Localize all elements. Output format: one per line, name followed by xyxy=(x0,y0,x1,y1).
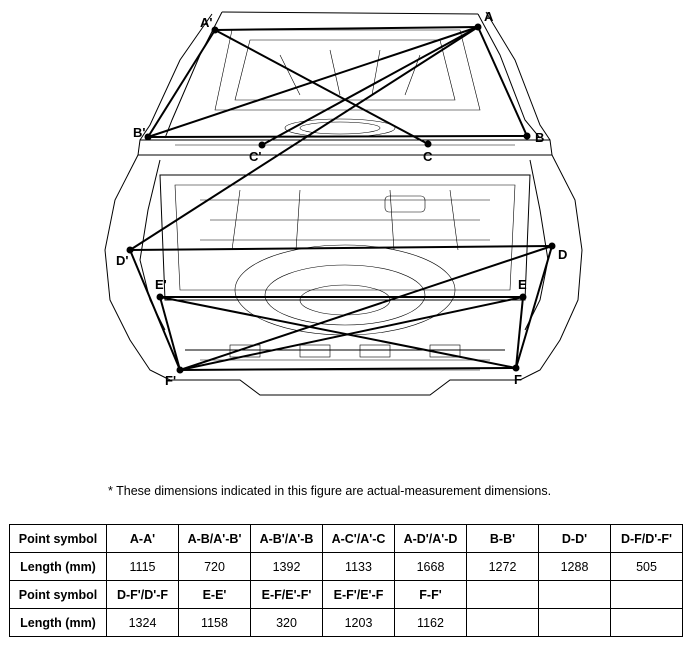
cell-symbol: B-B' xyxy=(466,524,539,553)
line-Fp-F xyxy=(179,367,517,371)
label-C-prime: C' xyxy=(249,149,261,164)
label-F: F xyxy=(514,372,522,387)
label-C: C xyxy=(423,149,433,164)
vehicle-body-outline xyxy=(104,11,583,396)
point-B xyxy=(523,132,531,140)
cell-length: 1133 xyxy=(322,552,395,581)
cell-length: 1288 xyxy=(538,552,611,581)
line-A-Cp xyxy=(261,26,479,146)
label-D: D xyxy=(558,247,567,262)
point-F-prime xyxy=(176,366,184,374)
cell-symbol: D-F'/D'-F xyxy=(106,580,179,609)
cell-length xyxy=(466,608,539,637)
point-C-prime xyxy=(258,141,266,149)
cell-symbol: E-F/E'-F' xyxy=(250,580,323,609)
label-B-prime: B' xyxy=(133,125,145,140)
cell-symbol: E-E' xyxy=(178,580,251,609)
table-row-symbols-2: Point symbol D-F'/D'-F E-E' E-F/E'-F' E-… xyxy=(9,580,683,609)
point-D xyxy=(548,242,556,250)
point-E-prime xyxy=(156,293,164,301)
label-E-prime: E' xyxy=(155,277,167,292)
cell-length: 1392 xyxy=(250,552,323,581)
line-A-B xyxy=(477,26,528,137)
cell-symbol: D-F/D'-F' xyxy=(610,524,683,553)
label-B: B xyxy=(535,130,544,145)
table-row-symbols-1: Point symbol A-A' A-B/A'-B' A-B'/A'-B A-… xyxy=(9,524,683,553)
line-A-Dp xyxy=(129,26,479,251)
cell-length: 1324 xyxy=(106,608,179,637)
measurement-lines xyxy=(129,26,553,371)
line-E-Fp xyxy=(179,296,524,371)
point-B-prime xyxy=(144,133,152,141)
point-F xyxy=(512,364,520,372)
label-F-prime: F' xyxy=(165,373,176,388)
cell-length: 1203 xyxy=(322,608,395,637)
line-D-Fp xyxy=(179,245,553,371)
point-labels: A A' B B' C C' D D' E E' F F' xyxy=(116,9,567,388)
row-header-length: Length (mm) xyxy=(9,608,107,637)
label-A-prime: A' xyxy=(200,15,212,30)
point-D-prime xyxy=(126,246,134,254)
point-A-prime xyxy=(211,26,219,34)
line-E-F xyxy=(515,296,524,369)
line-Bp-B xyxy=(147,135,528,138)
cell-length xyxy=(610,608,683,637)
line-D-F xyxy=(515,245,553,369)
cell-symbol: A-B'/A'-B xyxy=(250,524,323,553)
cell-symbol: A-D'/A'-D xyxy=(394,524,467,553)
cell-symbol: A-B/A'-B' xyxy=(178,524,251,553)
line-Dp-D xyxy=(129,245,553,251)
cell-symbol xyxy=(610,580,683,609)
row-header-length: Length (mm) xyxy=(9,552,107,581)
cell-length: 1272 xyxy=(466,552,539,581)
cell-symbol: D-D' xyxy=(538,524,611,553)
line-Dp-Fp xyxy=(129,249,181,371)
line-Ep-F xyxy=(159,296,517,369)
measurement-points xyxy=(126,23,556,374)
cell-length: 1115 xyxy=(106,552,179,581)
table-row-lengths-1: Length (mm) 1115 720 1392 1133 1668 1272… xyxy=(9,552,683,581)
dimension-table: Point symbol A-A' A-B/A'-B' A-B'/A'-B A-… xyxy=(9,524,683,637)
line-A-Ap xyxy=(214,26,479,31)
line-Ap-Bp xyxy=(147,29,216,138)
cell-symbol: A-A' xyxy=(106,524,179,553)
row-header-point-symbol: Point symbol xyxy=(9,580,107,609)
measurement-note: * These dimensions indicated in this fig… xyxy=(108,484,552,498)
point-E xyxy=(519,293,527,301)
row-header-point-symbol: Point symbol xyxy=(9,524,107,553)
cell-length: 320 xyxy=(250,608,323,637)
line-Ep-Fp xyxy=(159,296,181,371)
table-row-lengths-2: Length (mm) 1324 1158 320 1203 1162 xyxy=(9,608,683,637)
cell-symbol: E-F'/E'-F xyxy=(322,580,395,609)
cell-symbol xyxy=(538,580,611,609)
cell-length: 505 xyxy=(610,552,683,581)
label-E: E xyxy=(518,277,527,292)
cell-length: 720 xyxy=(178,552,251,581)
cell-symbol: A-C'/A'-C xyxy=(322,524,395,553)
label-D-prime: D' xyxy=(116,253,128,268)
cell-symbol: F-F' xyxy=(394,580,467,609)
point-A xyxy=(474,23,482,31)
cell-length xyxy=(538,608,611,637)
cell-length: 1158 xyxy=(178,608,251,637)
label-A: A xyxy=(484,9,494,24)
point-C xyxy=(424,140,432,148)
cell-length: 1668 xyxy=(394,552,467,581)
cell-length: 1162 xyxy=(394,608,467,637)
line-Ap-C xyxy=(214,29,429,145)
vehicle-body-measurement-diagram: A A' B B' C C' D D' E E' F F' xyxy=(104,9,583,396)
cell-symbol xyxy=(466,580,539,609)
